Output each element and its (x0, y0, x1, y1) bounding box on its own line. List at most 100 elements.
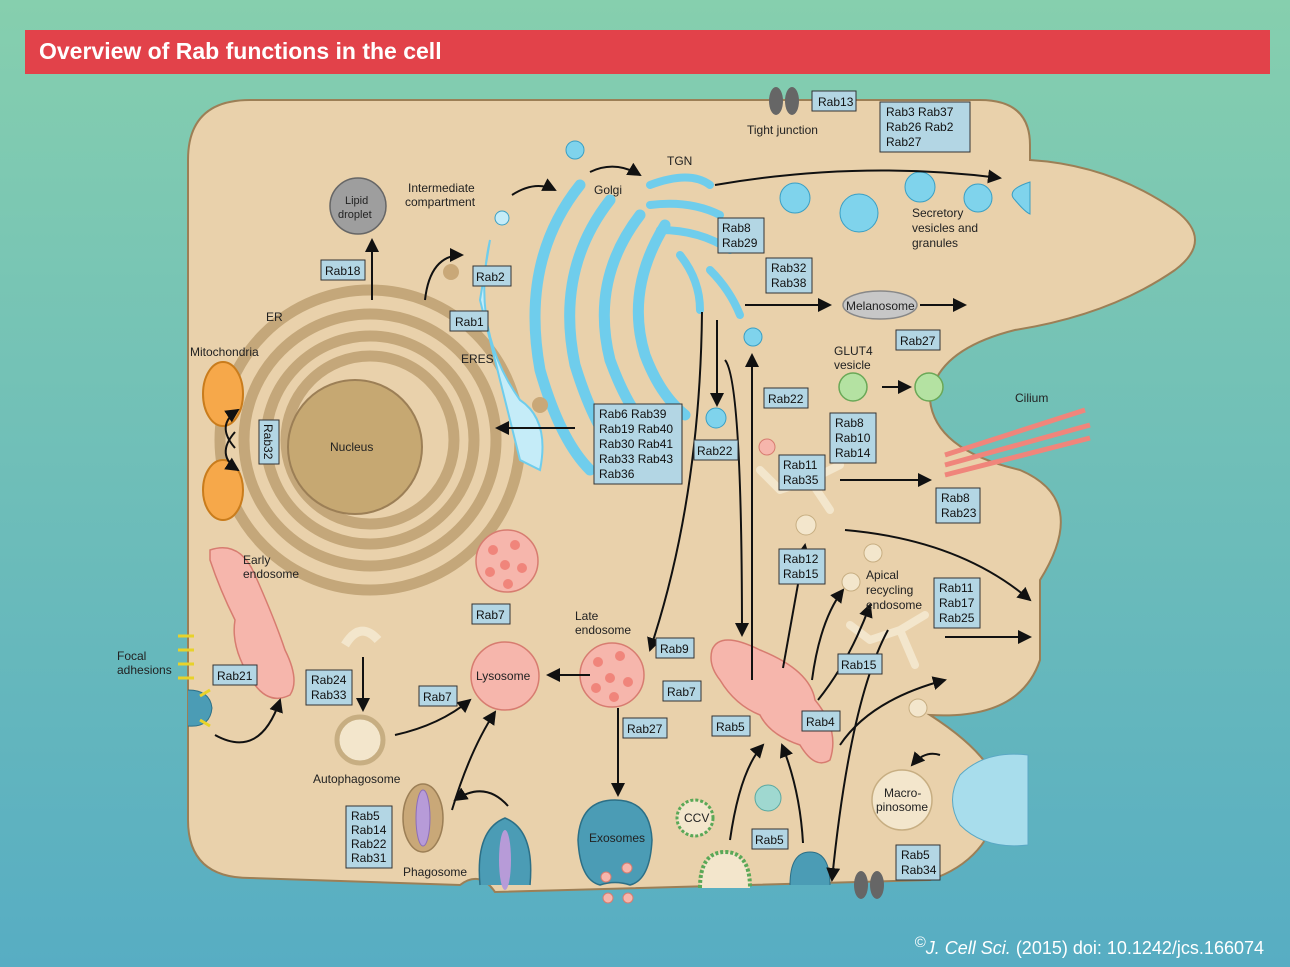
secretory-vesicle (904, 171, 936, 203)
rab-box-rab21: Rab21 (212, 664, 258, 686)
rab-box-rab8-23: Rab8 Rab23 (935, 487, 981, 524)
rab-box-rab9: Rab9 (655, 637, 695, 659)
copyright-symbol: © (914, 934, 926, 951)
mitochondrion-bottom (202, 459, 244, 521)
phagophore (341, 626, 382, 648)
label-melanosome: Melanosome (846, 299, 915, 313)
sorting-endosome (710, 639, 834, 764)
label-intermediate-1: Intermediate (408, 181, 475, 195)
label-intermediate-2: compartment (405, 195, 476, 209)
label-early-endosome-1: Early (243, 553, 270, 567)
nucleus (287, 379, 423, 515)
endocytic-vesicle (754, 784, 782, 812)
rab-box-rab22-up: Rab22 (763, 387, 809, 409)
exosome-mvb (577, 799, 653, 886)
label-secretory-1: Secretory (912, 206, 963, 220)
vesicle (841, 572, 861, 592)
phagosome-cargo (415, 789, 431, 847)
rab27-late-text: Rab27 (627, 722, 663, 736)
macropinocytic-cup (952, 753, 1029, 847)
label-glut4-2: vesicle (834, 358, 871, 372)
rab24-33-1: Rab24 (311, 673, 347, 687)
rab-box-rab18: Rab18 (320, 259, 366, 281)
rab12-15-2: Rab15 (783, 567, 819, 581)
rab12-15-1: Rab12 (783, 552, 819, 566)
tight-junction-protein (785, 87, 799, 115)
vesicle (758, 438, 776, 456)
secretory-rab-1: Rab3 Rab37 (886, 105, 954, 119)
label-lysosome: Lysosome (476, 669, 531, 683)
rab-box-rab7-auto: Rab7 (418, 685, 458, 707)
macro-rab-1: Rab5 (901, 848, 930, 862)
citation: ©J. Cell Sci. (2015) doi: 10.1242/jcs.16… (915, 934, 1264, 959)
rab-box-rab5-ccv: Rab5 (751, 828, 789, 850)
label-apical-1: Apical (866, 568, 899, 582)
label-early-endosome-2: endosome (243, 567, 299, 581)
rab22-down-text: Rab22 (697, 444, 733, 458)
label-focal-1: Focal (117, 649, 146, 663)
macropinosome (871, 769, 933, 831)
citation-rest: (2015) doi: 10.1242/jcs.166074 (1010, 938, 1264, 958)
rab7-auto-text: Rab7 (423, 690, 452, 704)
rab5-ccv-text: Rab5 (755, 833, 784, 847)
rab-box-rab1: Rab1 (449, 310, 489, 332)
label-macro-1: Macro- (884, 786, 921, 800)
label-focal-2: adhesions (117, 663, 172, 677)
glut4-vesicle (838, 372, 868, 402)
label-macro-2: pinosome (876, 800, 928, 814)
rab32-38-1: Rab32 (771, 261, 807, 275)
junction-protein (854, 871, 868, 899)
trafficking-arrows (214, 162, 1032, 882)
vesicle (494, 210, 510, 226)
rab32-mito-text: Rab32 (261, 424, 275, 460)
cilium (944, 407, 1091, 478)
rab-box-rab7-late: Rab7 (662, 680, 702, 702)
autophagosome (334, 714, 386, 766)
vesicle (908, 698, 928, 718)
rab-box-golgi-group: Rab6 Rab39 Rab19 Rab40 Rab30 Rab41 Rab33… (593, 403, 683, 485)
golgi-rab-3: Rab30 Rab41 (599, 437, 673, 451)
rab21-text: Rab21 (217, 669, 253, 683)
focal-adhesion-markers (178, 634, 211, 728)
rab11-17-25-2: Rab17 (939, 596, 975, 610)
phago-rab-3: Rab22 (351, 837, 387, 851)
rab1-text: Rab1 (455, 315, 484, 329)
ccv (675, 798, 715, 838)
junction-protein (870, 871, 884, 899)
journal-name: J. Cell Sci. (925, 938, 1011, 958)
phago-rab-4: Rab31 (351, 851, 387, 865)
label-ccv: CCV (684, 811, 709, 825)
label-eres: ERES (461, 352, 494, 366)
rab-box-rab27-late: Rab27 (622, 717, 668, 739)
label-apical-3: endosome (866, 598, 922, 612)
phago-rab-1: Rab5 (351, 809, 380, 823)
glut4-rab-1: Rab8 (835, 416, 864, 430)
label-apical-2: recycling (866, 583, 913, 597)
rab-labels: Rab13 Rab3 Rab37 Rab26 Rab2 Rab27 Rab18 … (212, 90, 981, 881)
vesicle (443, 264, 459, 280)
label-glut4-1: GLUT4 (834, 344, 873, 358)
rab27-mel-text: Rab27 (900, 334, 936, 348)
rab-box-rab11-35: Rab11 Rab35 (778, 454, 826, 491)
secretory-vesicle (839, 193, 879, 233)
rab-box-rab32-mito: Rab32 (258, 419, 280, 465)
rab-box-rab11-17-25: Rab11 Rab17 Rab25 (933, 577, 981, 629)
rab-box-rab15: Rab15 (837, 653, 883, 675)
rab11-17-25-3: Rab25 (939, 611, 975, 625)
vesicle (705, 407, 727, 429)
rab24-33-2: Rab33 (311, 688, 347, 702)
early-endosome (209, 547, 295, 700)
rab8-23-1: Rab8 (941, 491, 970, 505)
vesicle (565, 140, 585, 160)
rab-box-rab4: Rab4 (801, 710, 841, 732)
rab7-upper-text: Rab7 (476, 608, 505, 622)
rab8-29-1: Rab8 (722, 221, 751, 235)
label-phagosome: Phagosome (403, 865, 467, 879)
rab11-35-1: Rab11 (783, 458, 818, 472)
golgi-rab-2: Rab19 Rab40 (599, 422, 673, 436)
glut4-rab-3: Rab14 (835, 446, 871, 460)
rab-box-glut4: Rab8 Rab10 Rab14 (829, 412, 877, 464)
golgi-rab-1: Rab6 Rab39 (599, 407, 667, 421)
vesicle (743, 327, 763, 347)
